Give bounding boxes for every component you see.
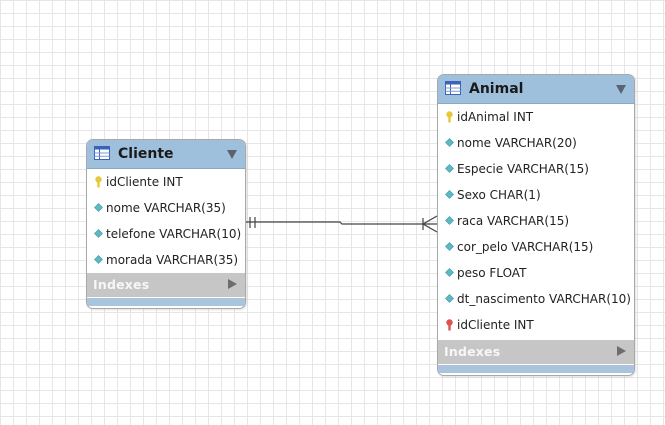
crows-foot-lower bbox=[422, 223, 438, 233]
expand-arrow-icon[interactable] bbox=[617, 346, 626, 356]
column-row[interactable]: idCliente INT bbox=[87, 169, 245, 195]
column-definition: idAnimal INT bbox=[457, 110, 534, 124]
column-row[interactable]: Especie VARCHAR(15) bbox=[438, 156, 634, 182]
column-row[interactable]: Sexo CHAR(1) bbox=[438, 182, 634, 208]
indexes-bar[interactable]: Indexes bbox=[438, 340, 634, 364]
column-icon bbox=[94, 255, 103, 264]
column-icon bbox=[94, 229, 103, 238]
collapse-arrow-icon[interactable] bbox=[616, 85, 626, 94]
column-definition: idCliente INT bbox=[457, 318, 534, 332]
entity-header[interactable]: Animal bbox=[438, 75, 634, 104]
column-list: idCliente INT nome VARCHAR(35) telefone VA… bbox=[87, 169, 245, 273]
indexes-label: Indexes bbox=[93, 277, 150, 292]
entity-cliente[interactable]: Cliente idCliente INT nome VARCHAR(35) tel… bbox=[86, 139, 246, 309]
column-icon bbox=[94, 203, 103, 212]
column-definition: Sexo CHAR(1) bbox=[457, 188, 541, 202]
entity-footer bbox=[87, 298, 245, 306]
column-icon bbox=[445, 138, 454, 147]
column-definition: dt_nascimento VARCHAR(10) bbox=[457, 292, 631, 306]
column-icon bbox=[445, 268, 454, 277]
column-row[interactable]: telefone VARCHAR(10) bbox=[87, 221, 245, 247]
crows-foot-upper bbox=[422, 215, 438, 225]
column-icon bbox=[445, 216, 454, 225]
column-icon bbox=[445, 164, 454, 173]
indexes-bar[interactable]: Indexes bbox=[87, 273, 245, 297]
column-definition: morada VARCHAR(35) bbox=[106, 253, 239, 267]
column-row[interactable]: nome VARCHAR(35) bbox=[87, 195, 245, 221]
column-definition: peso FLOAT bbox=[457, 266, 527, 280]
table-icon bbox=[94, 146, 110, 160]
indexes-label: Indexes bbox=[444, 344, 501, 359]
primary-key-icon bbox=[446, 111, 453, 123]
entity-footer bbox=[438, 365, 634, 373]
entity-title: Cliente bbox=[118, 146, 174, 162]
column-icon bbox=[445, 242, 454, 251]
table-icon bbox=[445, 81, 461, 95]
entity-animal[interactable]: Animal idAnimal INT nome VARCHAR(20) Espec… bbox=[437, 74, 635, 376]
primary-key-icon bbox=[95, 176, 102, 188]
column-list: idAnimal INT nome VARCHAR(20) Especie VARC… bbox=[438, 104, 634, 338]
entity-header[interactable]: Cliente bbox=[87, 140, 245, 169]
column-row[interactable]: nome VARCHAR(20) bbox=[438, 130, 634, 156]
column-row[interactable]: idCliente INT bbox=[438, 312, 634, 338]
column-definition: telefone VARCHAR(10) bbox=[106, 227, 242, 241]
expand-arrow-icon[interactable] bbox=[228, 279, 237, 289]
column-row[interactable]: idAnimal INT bbox=[438, 104, 634, 130]
column-row[interactable]: cor_pelo VARCHAR(15) bbox=[438, 234, 634, 260]
column-row[interactable]: morada VARCHAR(35) bbox=[87, 247, 245, 273]
column-definition: raca VARCHAR(15) bbox=[457, 214, 570, 228]
foreign-key-icon bbox=[446, 319, 453, 331]
column-definition: nome VARCHAR(35) bbox=[106, 201, 226, 215]
column-definition: cor_pelo VARCHAR(15) bbox=[457, 240, 594, 254]
column-icon bbox=[445, 294, 454, 303]
entity-title: Animal bbox=[469, 81, 524, 97]
collapse-arrow-icon[interactable] bbox=[227, 150, 237, 159]
column-row[interactable]: peso FLOAT bbox=[438, 260, 634, 286]
column-row[interactable]: dt_nascimento VARCHAR(10) bbox=[438, 286, 634, 312]
column-definition: idCliente INT bbox=[106, 175, 183, 189]
column-definition: Especie VARCHAR(15) bbox=[457, 162, 589, 176]
column-icon bbox=[445, 190, 454, 199]
column-definition: nome VARCHAR(20) bbox=[457, 136, 577, 150]
column-row[interactable]: raca VARCHAR(15) bbox=[438, 208, 634, 234]
